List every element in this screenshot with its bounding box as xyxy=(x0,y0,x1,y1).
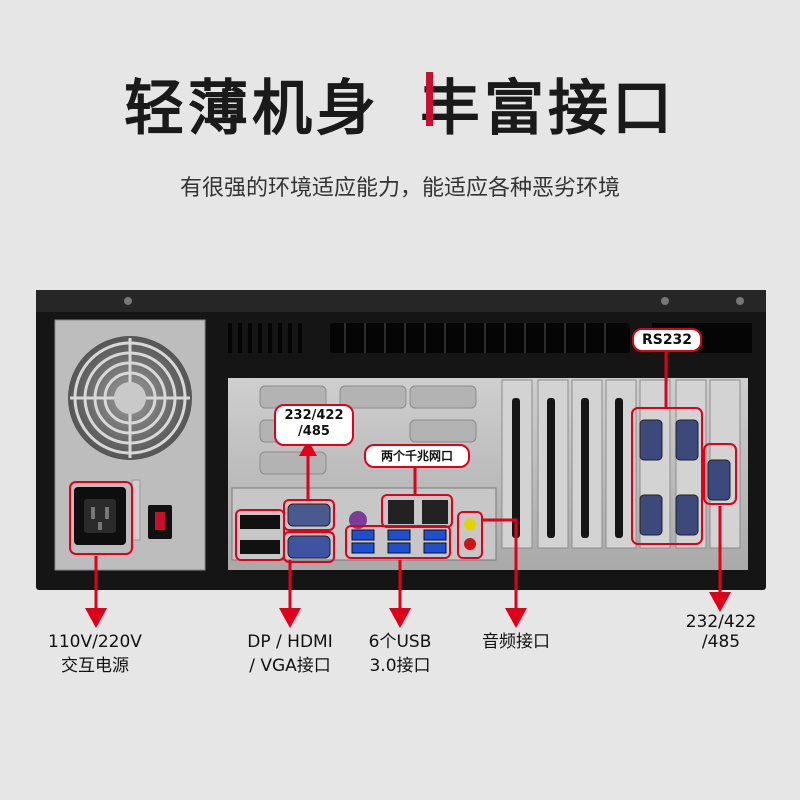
display-label-line2: / VGA接口 xyxy=(249,656,331,676)
audio-label: 音频接口 xyxy=(482,632,550,652)
title-left: 轻薄机身 xyxy=(124,74,380,144)
serial-right-line1: 232/422 xyxy=(685,612,757,632)
power-supply xyxy=(54,319,206,571)
title-divider xyxy=(426,72,433,126)
usb-label-line2: 3.0接口 xyxy=(369,656,431,676)
usb-label: 6个USB 3.0接口 xyxy=(352,630,448,678)
power-label-line1: 110V/220V xyxy=(48,632,142,652)
serial-left-callout: 232/422 /485 xyxy=(274,404,354,446)
page-subtitle: 有很强的环境适应能力，能适应各种恶劣环境 xyxy=(179,176,620,201)
display-label-line1: DP / HDMI xyxy=(247,632,333,652)
serial-right-line2: /485 xyxy=(701,632,741,652)
page-title: 轻薄机身丰富接口 xyxy=(0,60,800,147)
power-label: 110V/220V 交互电源 xyxy=(30,630,160,678)
arrow-heads xyxy=(85,440,731,628)
title-right: 丰富接口 xyxy=(420,74,676,144)
serial-left-line2: /485 xyxy=(298,424,330,439)
serial-left-line1: 232/422 xyxy=(284,408,344,423)
power-label-line2: 交互电源 xyxy=(61,656,129,676)
usb-label-line1: 6个USB xyxy=(368,632,432,652)
serial-right-label: 232/422 /485 xyxy=(676,612,766,652)
lan-callout: 两个千兆网口 xyxy=(364,444,470,468)
rs232-callout: RS232 xyxy=(632,328,702,352)
display-label: DP / HDMI / VGA接口 xyxy=(232,630,348,678)
